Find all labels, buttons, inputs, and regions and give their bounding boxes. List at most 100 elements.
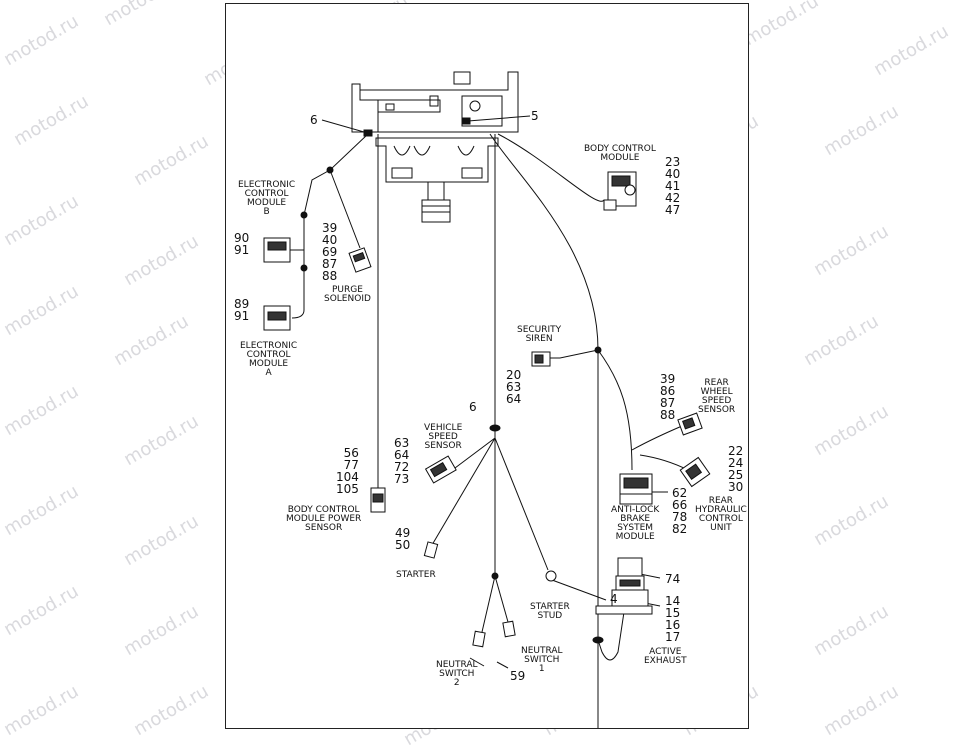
- callout-siren-line: 63: [506, 380, 522, 394]
- label-rear-wheel-speed-sensor-line: WHEEL: [700, 387, 733, 397]
- label-starter-stud-line: STARTER: [530, 602, 570, 612]
- bcm-power-sensor: [370, 487, 386, 513]
- callout-rear-speed-line: 88: [660, 408, 676, 422]
- callout-6-mid: 6: [469, 400, 477, 414]
- label-vehicle-speed-sensor-line: SPEED: [428, 432, 458, 442]
- label-active-exhaust-line: ACTIVE: [649, 647, 682, 657]
- label-ecm-b-line: B: [263, 207, 270, 217]
- callout-bcm-line: 23: [665, 155, 681, 169]
- callout-bcm-line: 42: [665, 191, 681, 205]
- label-vehicle-speed-sensor-line: SENSOR: [424, 441, 462, 451]
- label-body-control-module-line: BODY CONTROL: [584, 144, 656, 154]
- label-active-exhaust-line: EXHAUST: [644, 656, 687, 666]
- splice-points: [300, 117, 604, 644]
- label-body-control-module-line: MODULE: [600, 153, 640, 163]
- label-bcm-power-sensor-line: BODY CONTROL: [287, 505, 360, 515]
- callout-exhaust-line: 16: [665, 618, 681, 632]
- callout-exhaust-line: 17: [665, 630, 681, 644]
- callout-purge-line: 88: [322, 269, 338, 283]
- callout-bcm-line: 41: [665, 179, 681, 193]
- label-rear-hydraulic-control-unit-line: HYDRAULIC: [695, 505, 747, 515]
- callout-hcu-line: 22: [728, 444, 744, 458]
- callout-59: 59: [510, 669, 526, 683]
- label-ecm-b-line: CONTROL: [244, 189, 289, 199]
- callout-abs-line: 66: [672, 498, 688, 512]
- label-security-siren-line: SIREN: [525, 334, 553, 344]
- label-bcm-power-sensor-line: MODULE POWER: [286, 514, 362, 524]
- harness-wires: [288, 133, 689, 728]
- label-rear-hydraulic-control-unit-line: UNIT: [710, 523, 732, 533]
- label-purge-solenoid-line: PURGE: [331, 285, 363, 295]
- abs-module: [619, 473, 653, 505]
- callout-bcm-power-line: 105: [336, 482, 359, 496]
- callout-rear-speed-line: 87: [660, 396, 676, 410]
- callout-purge-line: 87: [322, 257, 338, 271]
- callout-siren-line: 20: [506, 368, 522, 382]
- label-ecm-a-line: CONTROL: [246, 350, 291, 360]
- ecm-b-connector: [263, 237, 291, 263]
- label-ecm-a-line: A: [265, 368, 272, 378]
- label-starter: STARTER: [396, 571, 436, 580]
- callout-hcu-line: 24: [728, 456, 744, 470]
- callout-ecm-a-line: 91: [234, 309, 250, 323]
- label-neutral-switch-2-line: SWITCH: [439, 669, 475, 679]
- callout-purge-line: 39: [322, 221, 338, 235]
- label-ecm-a-line: MODULE: [249, 359, 289, 369]
- ecm-a-connector: [263, 305, 291, 331]
- label-rear-hydraulic-control-unit-line: CONTROL: [698, 514, 743, 524]
- callout-vss-line: 63: [394, 436, 410, 450]
- label-ecm-b-line: ELECTRONIC: [238, 180, 296, 190]
- label-neutral-switch-1-line: 1: [538, 664, 545, 674]
- hydraulic-control-unit-connector: [679, 456, 711, 488]
- callout-purge-line: 40: [322, 233, 338, 247]
- diagram-frame: [225, 3, 749, 729]
- purge-solenoid-connector: [348, 247, 372, 273]
- callout-vss-line: 64: [394, 448, 410, 462]
- frame-mount-bracket: [351, 71, 519, 223]
- callout-rear-speed-line: 86: [660, 384, 676, 398]
- callout-6-top: 6: [310, 113, 318, 127]
- label-abs-module-line: BRAKE: [620, 514, 651, 524]
- callout-bcm-power-line: 56: [343, 446, 359, 460]
- callout-5: 5: [531, 109, 539, 123]
- starter-connector: [423, 541, 439, 559]
- callout-4: 4: [610, 592, 618, 606]
- label-rear-wheel-speed-sensor-line: SENSOR: [698, 405, 736, 415]
- label-rear-wheel-speed-sensor-line: REAR: [704, 378, 729, 388]
- label-ecm-b-line: MODULE: [247, 198, 287, 208]
- starter-stud-ring: [545, 570, 557, 582]
- label-neutral-switch-1-line: NEUTRAL: [521, 646, 563, 656]
- callout-vss-line: 72: [394, 460, 410, 474]
- callout-hcu-line: 25: [728, 468, 744, 482]
- callout-bcm-line: 47: [665, 203, 681, 217]
- label-security-siren-line: SECURITY: [517, 325, 562, 335]
- callout-purge-line: 69: [322, 245, 338, 259]
- callout-abs-line: 82: [672, 522, 688, 536]
- callout-abs-line: 62: [672, 486, 688, 500]
- callout-hcu-line: 30: [728, 480, 744, 494]
- callout-ecm-b-line: 90: [234, 231, 250, 245]
- label-abs-module-line: ANTI-LOCK: [611, 505, 660, 515]
- callout-bcm-power-line: 77: [343, 458, 359, 472]
- label-rear-wheel-speed-sensor-line: SPEED: [701, 396, 732, 406]
- security-siren-connector: [531, 351, 551, 367]
- callout-starter-line: 49: [395, 526, 411, 540]
- label-abs-module-line: SYSTEM: [617, 523, 654, 533]
- label-ecm-a-line: ELECTRONIC: [240, 341, 298, 351]
